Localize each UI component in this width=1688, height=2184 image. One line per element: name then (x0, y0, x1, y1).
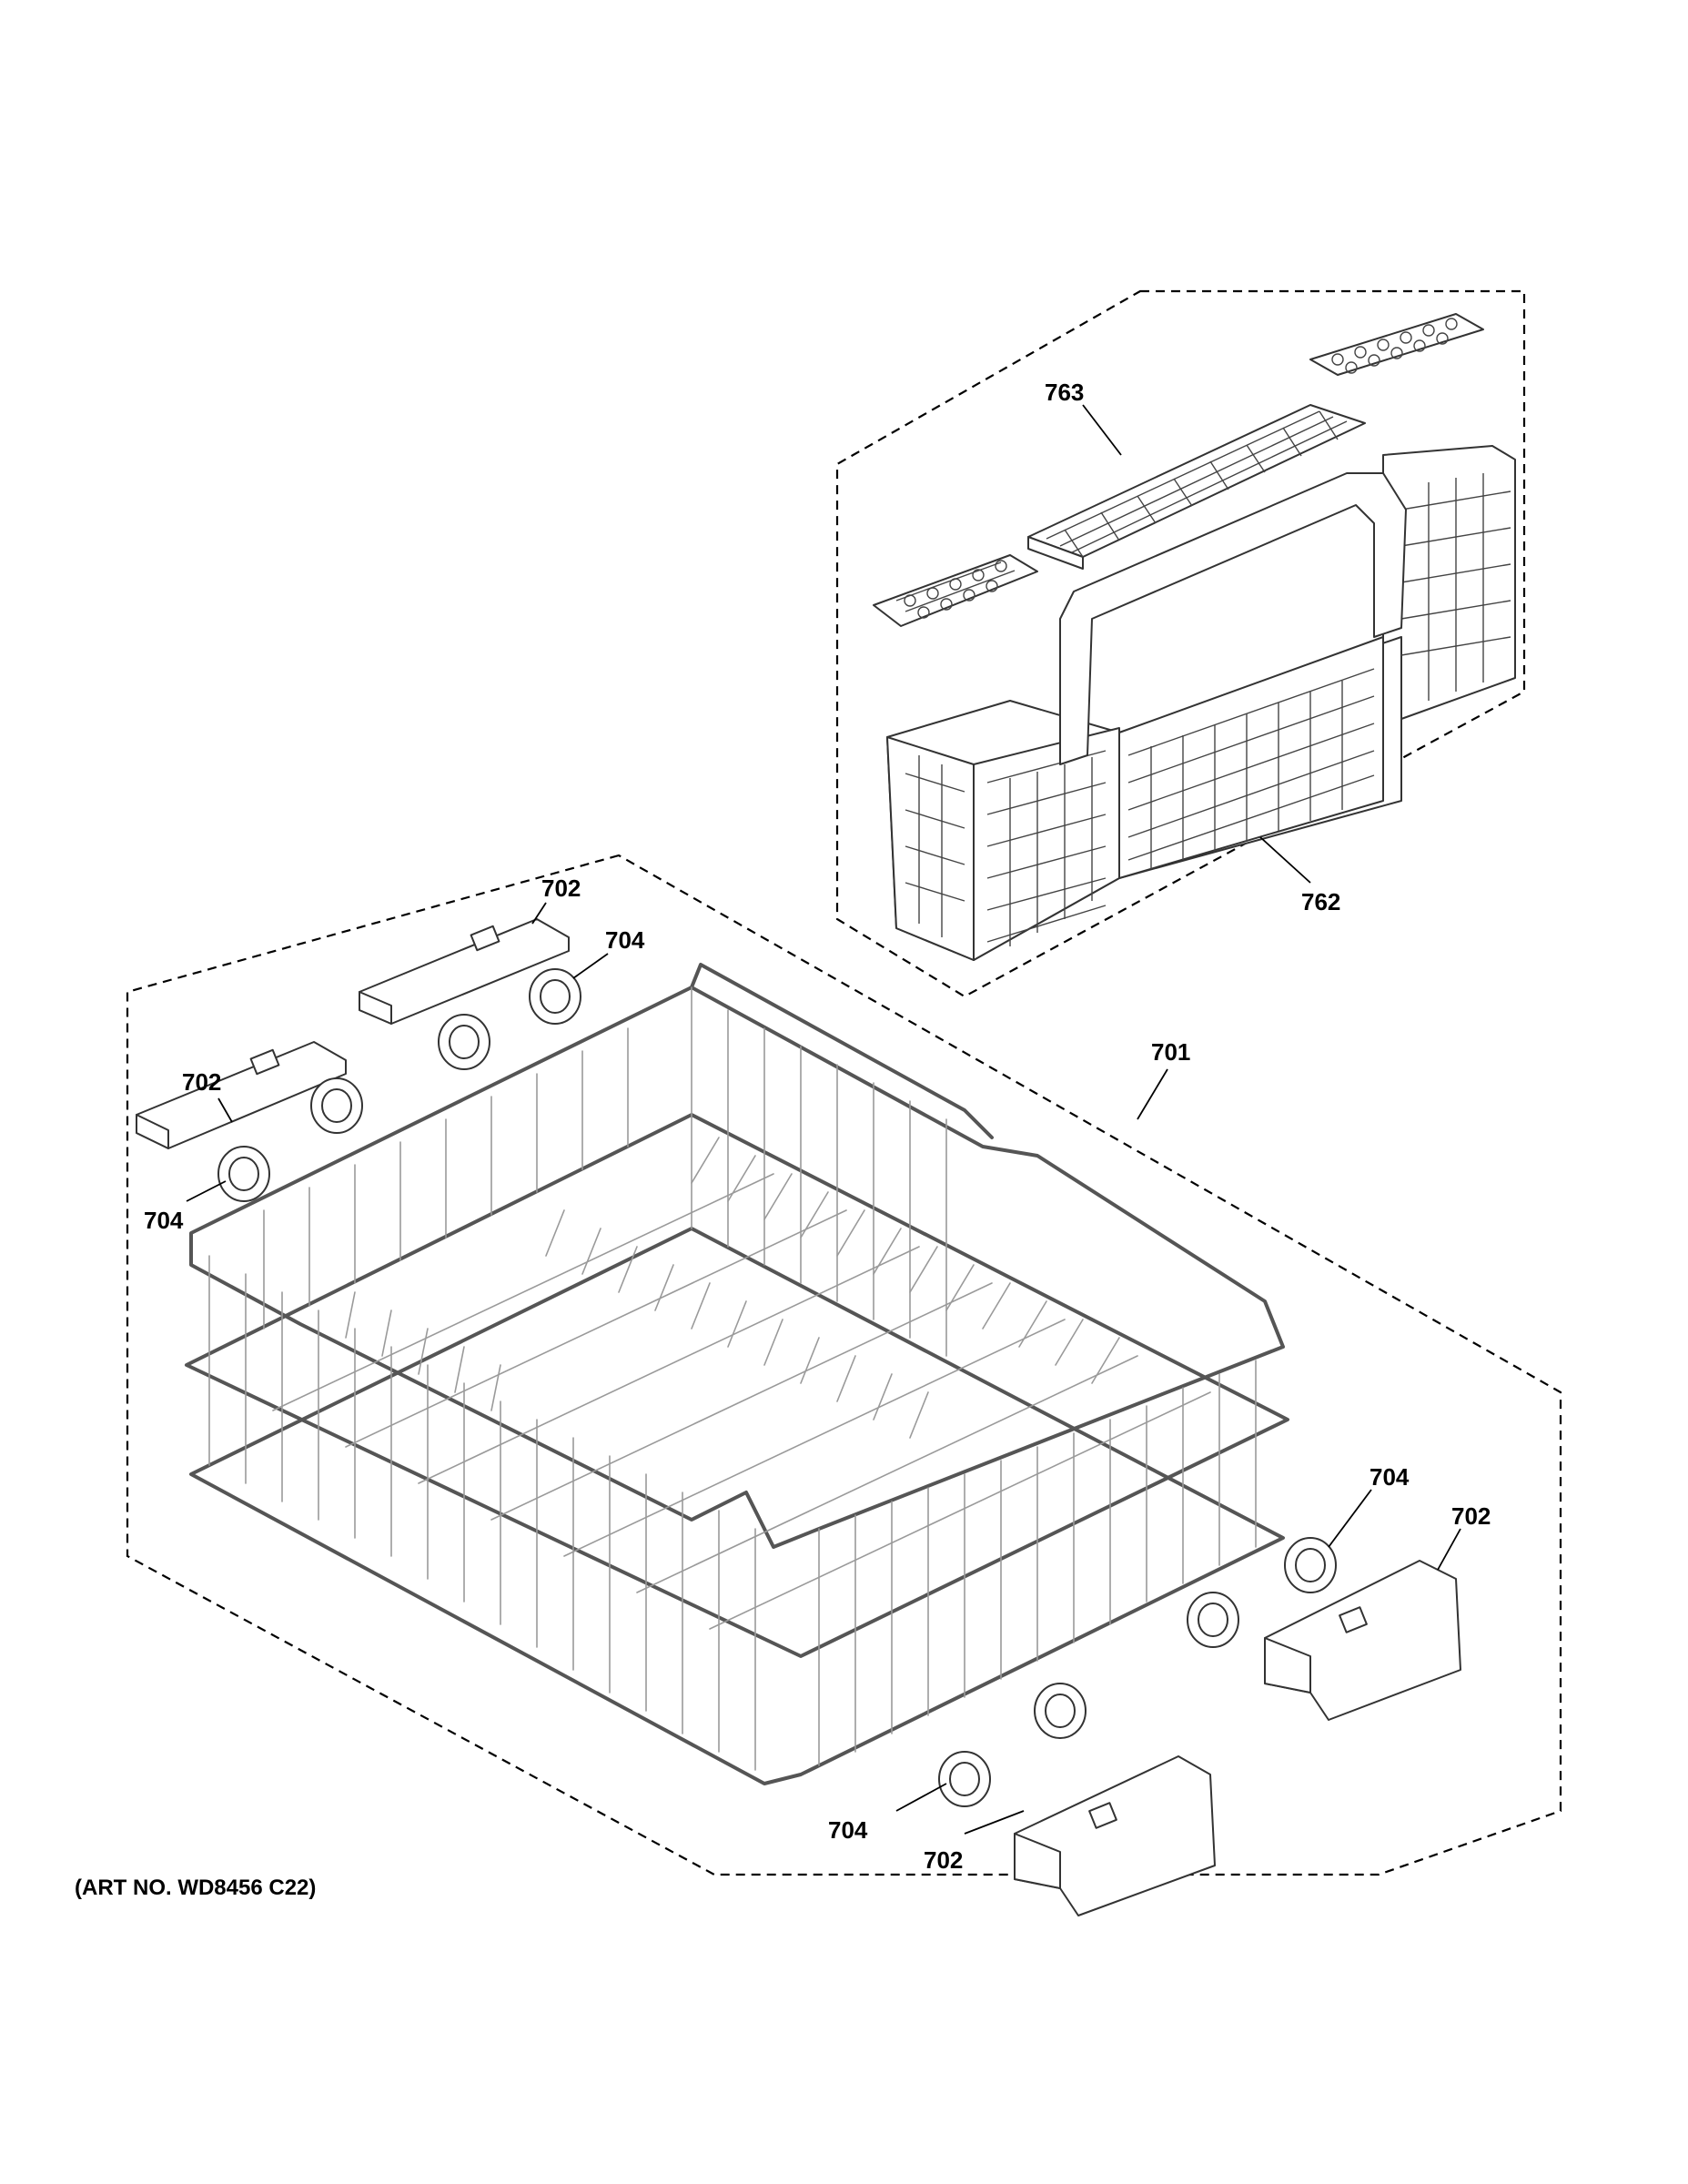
callout-704-bottom-center: 704 (828, 1816, 868, 1844)
roller-wheel-top-1 (529, 968, 581, 1025)
roller-bracket-top-b (136, 1041, 347, 1149)
silverware-basket-group (835, 289, 1526, 998)
roller-bracket-bottom-a (1264, 1560, 1461, 1721)
basket-lid-left (873, 554, 1038, 627)
roller-wheel-top-3 (310, 1077, 363, 1134)
dishrack-wire-basket (185, 963, 1289, 1785)
callout-702-top-right: 702 (541, 875, 581, 902)
basket-main-lid (1027, 404, 1366, 570)
rack-group-outline (126, 854, 1562, 1876)
callout-704-top-right: 704 (605, 926, 645, 954)
callout-labels: 763 762 701 702 704 702 704 704 702 704 … (144, 379, 1491, 1874)
leader-lines (186, 404, 1461, 1835)
lower-rack-group (126, 854, 1562, 1916)
art-number: (ART NO. WD8456 C22) (75, 1876, 316, 1900)
callout-702-top-left: 702 (182, 1068, 221, 1096)
roller-wheel-bottom-2 (1187, 1592, 1239, 1648)
callout-762: 762 (1301, 888, 1340, 915)
roller-wheel-top-2 (438, 1014, 490, 1070)
callout-704-bottom-right: 704 (1370, 1463, 1410, 1491)
roller-wheel-bottom-1 (1284, 1537, 1337, 1593)
roller-wheel-top-4 (217, 1146, 270, 1202)
roller-wheel-bottom-3 (1034, 1683, 1087, 1739)
callout-704-top-left: 704 (144, 1207, 184, 1234)
roller-wheel-bottom-4 (938, 1751, 991, 1807)
silverware-basket-body (886, 445, 1516, 961)
roller-bracket-top-a (359, 918, 570, 1025)
callout-702-bottom-center: 702 (924, 1846, 963, 1874)
roller-bracket-bottom-b (1014, 1755, 1216, 1916)
basket-lid-right (1309, 313, 1484, 376)
callout-763: 763 (1045, 379, 1084, 406)
callout-701: 701 (1151, 1038, 1190, 1066)
callout-702-bottom-right: 702 (1451, 1502, 1491, 1530)
